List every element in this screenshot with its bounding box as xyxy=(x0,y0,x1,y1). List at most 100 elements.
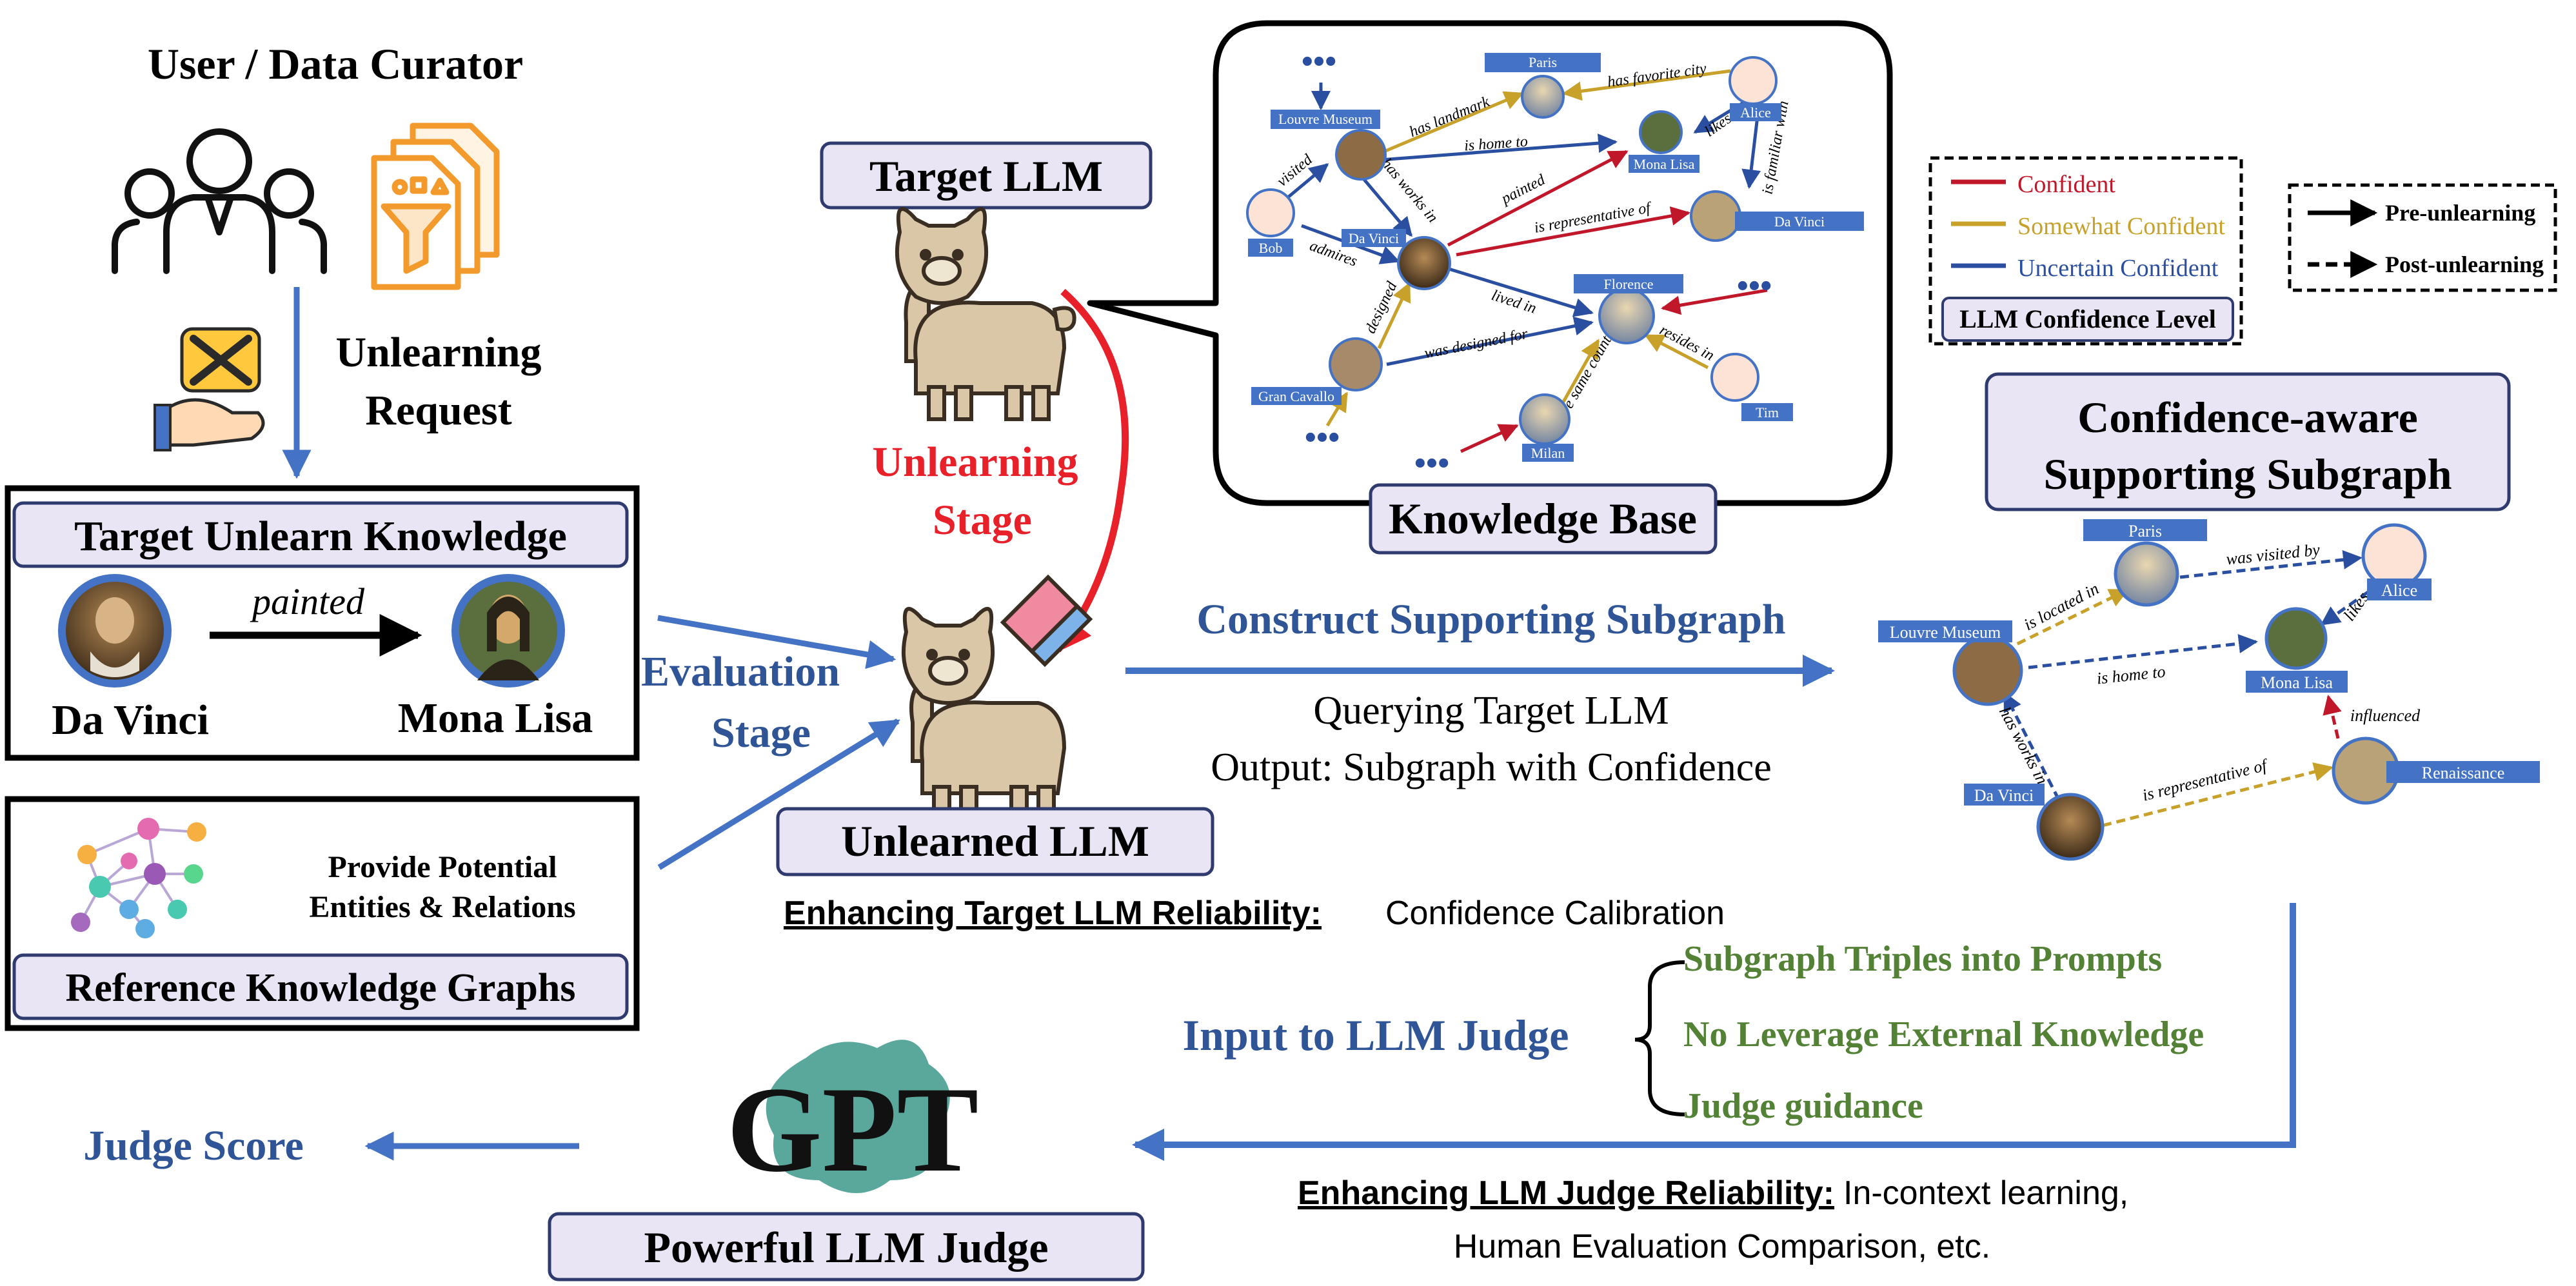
target-llm-title: Target LLM xyxy=(869,152,1103,201)
kb-tag-florence: Florence xyxy=(1604,276,1654,292)
kb-more-right: ••• xyxy=(1737,268,1772,304)
judge-reliability-heading: Enhancing LLM Judge Reliability: xyxy=(1298,1174,1834,1212)
knowledge-base-title: Knowledge Base xyxy=(1389,494,1697,543)
target-reliability-detail: Confidence Calibration xyxy=(1385,895,1725,932)
kb-more-top: ••• xyxy=(1302,43,1337,80)
mona-lisa-portrait xyxy=(451,574,565,688)
construct-title: Construct Supporting Subgraph xyxy=(1196,596,1785,643)
sg-tag-da-vinci: Da Vinci xyxy=(1974,786,2034,805)
sg-tag-alice: Alice xyxy=(2381,581,2417,600)
subject-label: Da Vinci xyxy=(52,697,209,744)
judge-score: Judge Score xyxy=(83,1122,304,1169)
network-icon xyxy=(71,818,206,938)
sg-edge-has-works-in: has works in xyxy=(1996,704,2052,787)
judge-input-title: Input to LLM Judge xyxy=(1183,1011,1569,1060)
reference-kg-caption-1: Provide Potential xyxy=(328,850,557,884)
construct-line-2: Output: Subgraph with Confidence xyxy=(1211,746,1772,789)
legend-title: LLM Confidence Level xyxy=(1959,304,2216,333)
subgraph-graph: was visited by is located in likes is ho… xyxy=(1878,519,2540,861)
kb-node-louvre xyxy=(1335,129,1387,181)
reference-kg-title: Reference Knowledge Graphs xyxy=(66,966,576,1010)
knowledge-base-bubble xyxy=(1087,20,1893,506)
kb-more-left: ••• xyxy=(1305,419,1340,456)
kb-node-florence xyxy=(1598,288,1655,344)
evaluation-stage-1: Evaluation xyxy=(641,648,840,695)
kb-node-milan xyxy=(1519,393,1570,445)
legend-pre-unlearning: Pre-unlearning xyxy=(2385,200,2535,226)
kb-tag-louvre: Louvre Museum xyxy=(1278,111,1372,127)
sg-tag-renaissance: Renaissance xyxy=(2422,764,2505,782)
unlearning-stage-2: Stage xyxy=(933,497,1032,544)
evaluation-stage-2: Stage xyxy=(711,709,811,757)
legend-post-unlearning: Post-unlearning xyxy=(2385,252,2544,277)
sg-node-louvre xyxy=(1952,635,2023,706)
unlearned-llm-title-box xyxy=(776,807,1214,876)
request-tools-icon xyxy=(154,327,265,451)
subgraph-title-2: Supporting Subgraph xyxy=(2043,450,2452,499)
data-filter-icon xyxy=(371,123,500,290)
legend-somewhat: Somewhat Confident xyxy=(2017,213,2225,240)
kb-tag-mona-lisa: Mona Lisa xyxy=(1634,156,1695,172)
kb-node-alice xyxy=(1729,56,1778,105)
unlearning-arrow xyxy=(1055,288,1129,653)
svg-text:GPT: GPT xyxy=(727,1062,979,1198)
kb-tag-alice: Alice xyxy=(1740,104,1771,121)
kb-more-bottom: ••• xyxy=(1414,445,1450,482)
kb-node-paris xyxy=(1521,75,1565,119)
kb-node-mona-lisa xyxy=(1639,110,1683,154)
painted-label: painted xyxy=(250,580,365,622)
judge-reliability-line-2: Human Evaluation Comparison, etc. xyxy=(1454,1228,1990,1265)
kb-tag-tim: Tim xyxy=(1756,404,1779,420)
unlearning-stage-1: Unlearning xyxy=(872,439,1078,486)
kb-tag-bob: Bob xyxy=(1259,240,1283,256)
target-unlearn-title-box xyxy=(12,501,629,568)
reference-kg-title-box xyxy=(12,953,629,1020)
sg-node-da-vinci xyxy=(2036,793,2105,861)
judge-input-brace xyxy=(1634,960,1685,1116)
da-vinci-portrait xyxy=(58,574,172,688)
sg-edge-is-representative-of: is representative of xyxy=(2141,755,2271,805)
sg-edge-is-located-in: is located in xyxy=(2021,579,2102,634)
sg-edge-is-home-to: is home to xyxy=(2095,662,2166,688)
request-label-2: Request xyxy=(365,387,511,434)
kb-tag-milan: Milan xyxy=(1531,445,1565,461)
judge-input-item-1: Subgraph Triples into Prompts xyxy=(1683,939,2162,979)
kb-tag-paris: Paris xyxy=(1529,54,1557,70)
curator-title: User / Data Curator xyxy=(148,39,523,88)
kb-node-tim xyxy=(1710,353,1759,402)
subgraph-title-1: Confidence-aware xyxy=(2077,393,2418,442)
construct-line-1: Querying Target LLM xyxy=(1313,689,1669,733)
legend-confident: Confident xyxy=(2017,171,2115,198)
judge-input-item-2: No Leverage External Knowledge xyxy=(1683,1014,2204,1054)
target-llm-title-box xyxy=(820,141,1153,210)
eraser-icon xyxy=(1000,574,1093,668)
users-icon xyxy=(112,128,327,274)
request-label-1: Unlearning xyxy=(335,329,541,376)
eval-arrow-lower xyxy=(657,718,900,870)
kb-tag-da-vinci: Da Vinci xyxy=(1349,230,1399,246)
kb-tag-gran-cavallo: Gran Cavallo xyxy=(1258,388,1334,404)
kb-node-bob xyxy=(1246,188,1295,237)
target-unlearn-title: Target Unlearn Knowledge xyxy=(74,513,567,560)
target-reliability-heading: Enhancing Target LLM Reliability: xyxy=(784,895,1322,932)
gpt-logo: GPT xyxy=(727,1040,979,1198)
line-type-legend xyxy=(2288,183,2557,292)
judge-reliability-line-1: In-context learning, xyxy=(1843,1174,2128,1212)
object-label: Mona Lisa xyxy=(398,695,593,742)
judge-input-arrow xyxy=(1132,903,2296,1161)
sg-node-alice xyxy=(2361,523,2427,589)
judge-title-box xyxy=(548,1212,1145,1281)
sg-edge-influenced: influenced xyxy=(2350,706,2421,725)
kb-node-gran-cavallo xyxy=(1329,337,1383,391)
sg-edge-was-visited-by: was visited by xyxy=(2225,540,2321,568)
subgraph-title-box xyxy=(1985,372,2511,511)
judge-input-item-3: Judge guidance xyxy=(1683,1086,1923,1126)
legend-uncertain: Uncertain Confident xyxy=(2017,255,2219,282)
eval-arrow-upper xyxy=(657,615,897,669)
sg-node-mona-lisa xyxy=(2264,607,2328,670)
target-llama-icon xyxy=(895,207,1076,421)
kb-tag-renaissance: Da Vinci xyxy=(1774,213,1825,230)
reference-kg-caption-2: Entities & Relations xyxy=(309,890,575,924)
sg-node-paris xyxy=(2114,541,2179,607)
